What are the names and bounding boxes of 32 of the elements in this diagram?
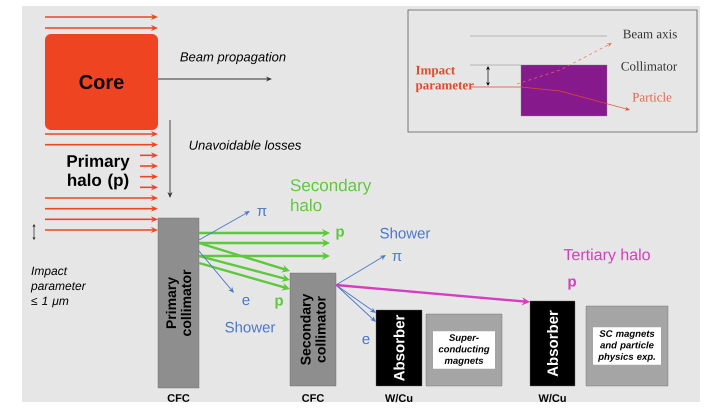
- material-label: CFC: [168, 394, 190, 402]
- absorber-block: Absorber: [376, 310, 422, 386]
- arrow: [198, 250, 234, 293]
- halo-label: Secondary halo: [290, 178, 372, 212]
- particle-label: π: [257, 208, 267, 216]
- particle-label: p: [336, 228, 344, 240]
- collimator-block: Primary collimator: [158, 218, 200, 388]
- particle-label: e: [242, 296, 250, 306]
- arrow: [336, 284, 376, 322]
- material-label: CFC: [302, 394, 324, 402]
- collimator-block: Secondary collimator: [290, 272, 336, 386]
- collimator-label: Collimator: [621, 61, 678, 71]
- impact-label: Impact parameter: [416, 66, 474, 92]
- halo-label: Tertiary halo: [564, 248, 650, 264]
- halo-label: Primary halo (p): [68, 154, 130, 190]
- particle-label: π: [392, 252, 402, 262]
- axis-label: Beam axis: [623, 30, 677, 38]
- edge-label: Beam propagation: [178, 50, 288, 66]
- shower-label: Shower: [380, 228, 430, 238]
- magnet-box: Super-conducting magnets: [426, 314, 502, 386]
- shower-label: Shower: [225, 322, 276, 332]
- particle-label: e: [362, 336, 370, 344]
- particle-label: p: [568, 278, 576, 290]
- absorber-block: Absorber: [530, 300, 576, 386]
- beam-core: Core: [45, 34, 158, 130]
- note-text: Impact parameter ≤ 1 μm: [30, 266, 86, 308]
- particle-label: p: [275, 297, 283, 309]
- magnet-box: SC magnets and particle physics exp.: [586, 306, 668, 386]
- particle-label: Particle: [632, 92, 672, 102]
- material-label: W/Cu: [538, 394, 566, 402]
- material-label: W/Cu: [384, 394, 412, 402]
- edge-label: Unavoidable losses: [188, 139, 302, 151]
